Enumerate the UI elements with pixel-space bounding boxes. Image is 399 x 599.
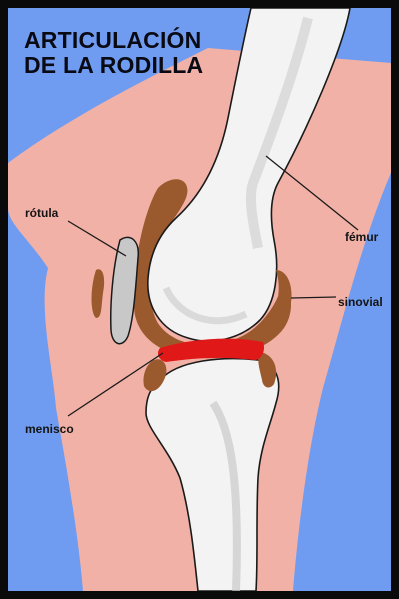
diagram-title: ARTICULACIÓN DE LA RODILLA: [24, 28, 203, 78]
title-line-1: ARTICULACIÓN: [24, 28, 203, 53]
label-femur: fémur: [345, 230, 378, 244]
label-rotula: rótula: [25, 206, 58, 220]
title-line-2: DE LA RODILLA: [24, 53, 203, 78]
label-menisco: menisco: [25, 422, 74, 436]
knee-illustration: ARTICULACIÓN DE LA RODILLA rótula fémur …: [8, 8, 391, 591]
label-sinovial: sinovial: [338, 295, 383, 309]
knee-diagram: [8, 8, 391, 591]
